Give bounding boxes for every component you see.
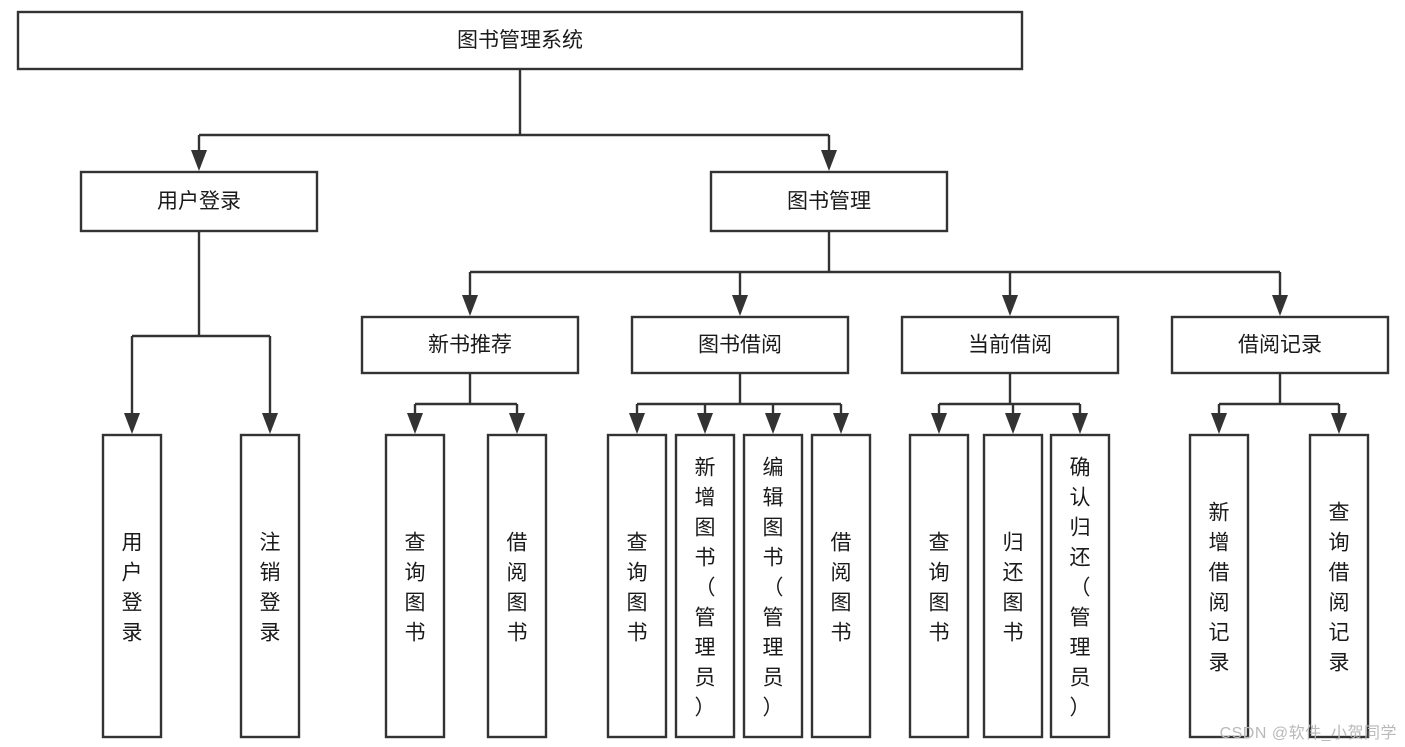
- edges-layer: [124, 69, 1347, 434]
- node-box: [101, 433, 163, 739]
- node-box: [1170, 315, 1390, 375]
- edge-arrow-icon: [509, 413, 525, 434]
- node-box: [709, 170, 949, 233]
- node-label: 编辑图书（管理员）: [763, 456, 784, 719]
- node-box: [908, 433, 970, 739]
- edge-arrow-icon: [765, 413, 781, 434]
- node-n_book_mgmt[interactable]: 图书管理: [709, 170, 949, 233]
- node-box: [742, 433, 804, 739]
- node-l_user_logout[interactable]: 注销登录: [239, 433, 301, 739]
- node-l_bor_take[interactable]: 借阅图书: [810, 433, 872, 739]
- node-label: 图书管理: [787, 190, 871, 213]
- node-l_user_login[interactable]: 用户登录: [101, 433, 163, 739]
- node-label: 图书借阅: [698, 334, 782, 357]
- node-root[interactable]: 图书管理系统: [16, 10, 1024, 71]
- node-label: 确认归还（管理员）: [1070, 456, 1091, 719]
- node-l_bor_query[interactable]: 查询图书: [606, 433, 668, 739]
- node-box: [900, 315, 1120, 375]
- node-n_user_login[interactable]: 用户登录: [79, 170, 319, 233]
- node-label: 新增图书（管理员）: [695, 456, 716, 719]
- node-box: [1308, 433, 1370, 739]
- node-n_new_rec[interactable]: 新书推荐: [360, 315, 580, 375]
- node-box: [630, 315, 850, 375]
- node-l_rc_query[interactable]: 查询借阅记录: [1308, 433, 1370, 739]
- node-label: 当前借阅: [968, 334, 1052, 357]
- edge-arrow-icon: [629, 413, 645, 434]
- edge-arrow-icon: [732, 295, 748, 316]
- node-box: [384, 433, 446, 739]
- node-box: [1188, 433, 1250, 739]
- node-l_bor_edit[interactable]: 编辑图书（管理员）: [742, 433, 804, 739]
- edge-arrow-icon: [462, 295, 478, 316]
- node-l_rec_query[interactable]: 查询图书: [384, 433, 446, 739]
- edge-arrow-icon: [1331, 413, 1347, 434]
- node-label: 注销登录: [260, 531, 281, 644]
- node-box: [239, 433, 301, 739]
- node-box: [982, 433, 1044, 739]
- node-l_rec_borrow[interactable]: 借阅图书: [486, 433, 548, 739]
- node-label: 图书管理系统: [457, 29, 583, 52]
- node-label: 借阅图书: [507, 531, 528, 644]
- node-box: [810, 433, 872, 739]
- node-box: [606, 433, 668, 739]
- node-n_records[interactable]: 借阅记录: [1170, 315, 1390, 375]
- node-label: 新书推荐: [428, 334, 512, 357]
- edge-arrow-icon: [821, 150, 837, 171]
- node-box: [1049, 433, 1111, 739]
- node-l_cur_return[interactable]: 归还图书: [982, 433, 1044, 739]
- edge-arrow-icon: [1211, 413, 1227, 434]
- node-label: 归还图书: [1003, 531, 1024, 644]
- node-l_cur_confirm[interactable]: 确认归还（管理员）: [1049, 433, 1111, 739]
- edge-arrow-icon: [697, 413, 713, 434]
- edge-arrow-icon: [1002, 295, 1018, 316]
- node-box: [486, 433, 548, 739]
- node-label: 查询借阅记录: [1329, 501, 1350, 674]
- edge-arrow-icon: [1005, 413, 1021, 434]
- edge-arrow-icon: [262, 413, 278, 434]
- node-label: 用户登录: [157, 190, 241, 213]
- node-label: 借阅图书: [831, 531, 852, 644]
- edge-arrow-icon: [1072, 413, 1088, 434]
- node-n_current[interactable]: 当前借阅: [900, 315, 1120, 375]
- node-l_cur_query[interactable]: 查询图书: [908, 433, 970, 739]
- nodes-layer: 图书管理系统用户登录图书管理新书推荐图书借阅当前借阅借阅记录用户登录注销登录查询…: [16, 10, 1390, 739]
- node-label: 新增借阅记录: [1209, 501, 1230, 674]
- node-box: [16, 10, 1024, 71]
- node-label: 查询图书: [405, 531, 426, 644]
- node-l_bor_add[interactable]: 新增图书（管理员）: [674, 433, 736, 739]
- edge-arrow-icon: [407, 413, 423, 434]
- node-label: 借阅记录: [1238, 334, 1322, 357]
- node-box: [79, 170, 319, 233]
- node-label: 用户登录: [122, 531, 143, 644]
- node-label: 查询图书: [929, 531, 950, 644]
- edge-arrow-icon: [833, 413, 849, 434]
- node-box: [360, 315, 580, 375]
- node-label: 查询图书: [627, 531, 648, 644]
- edge-arrow-icon: [124, 413, 140, 434]
- edge-arrow-icon: [1272, 295, 1288, 316]
- node-n_borrow[interactable]: 图书借阅: [630, 315, 850, 375]
- edge-arrow-icon: [191, 150, 207, 171]
- edge-arrow-icon: [931, 413, 947, 434]
- node-box: [674, 433, 736, 739]
- node-l_rc_add[interactable]: 新增借阅记录: [1188, 433, 1250, 739]
